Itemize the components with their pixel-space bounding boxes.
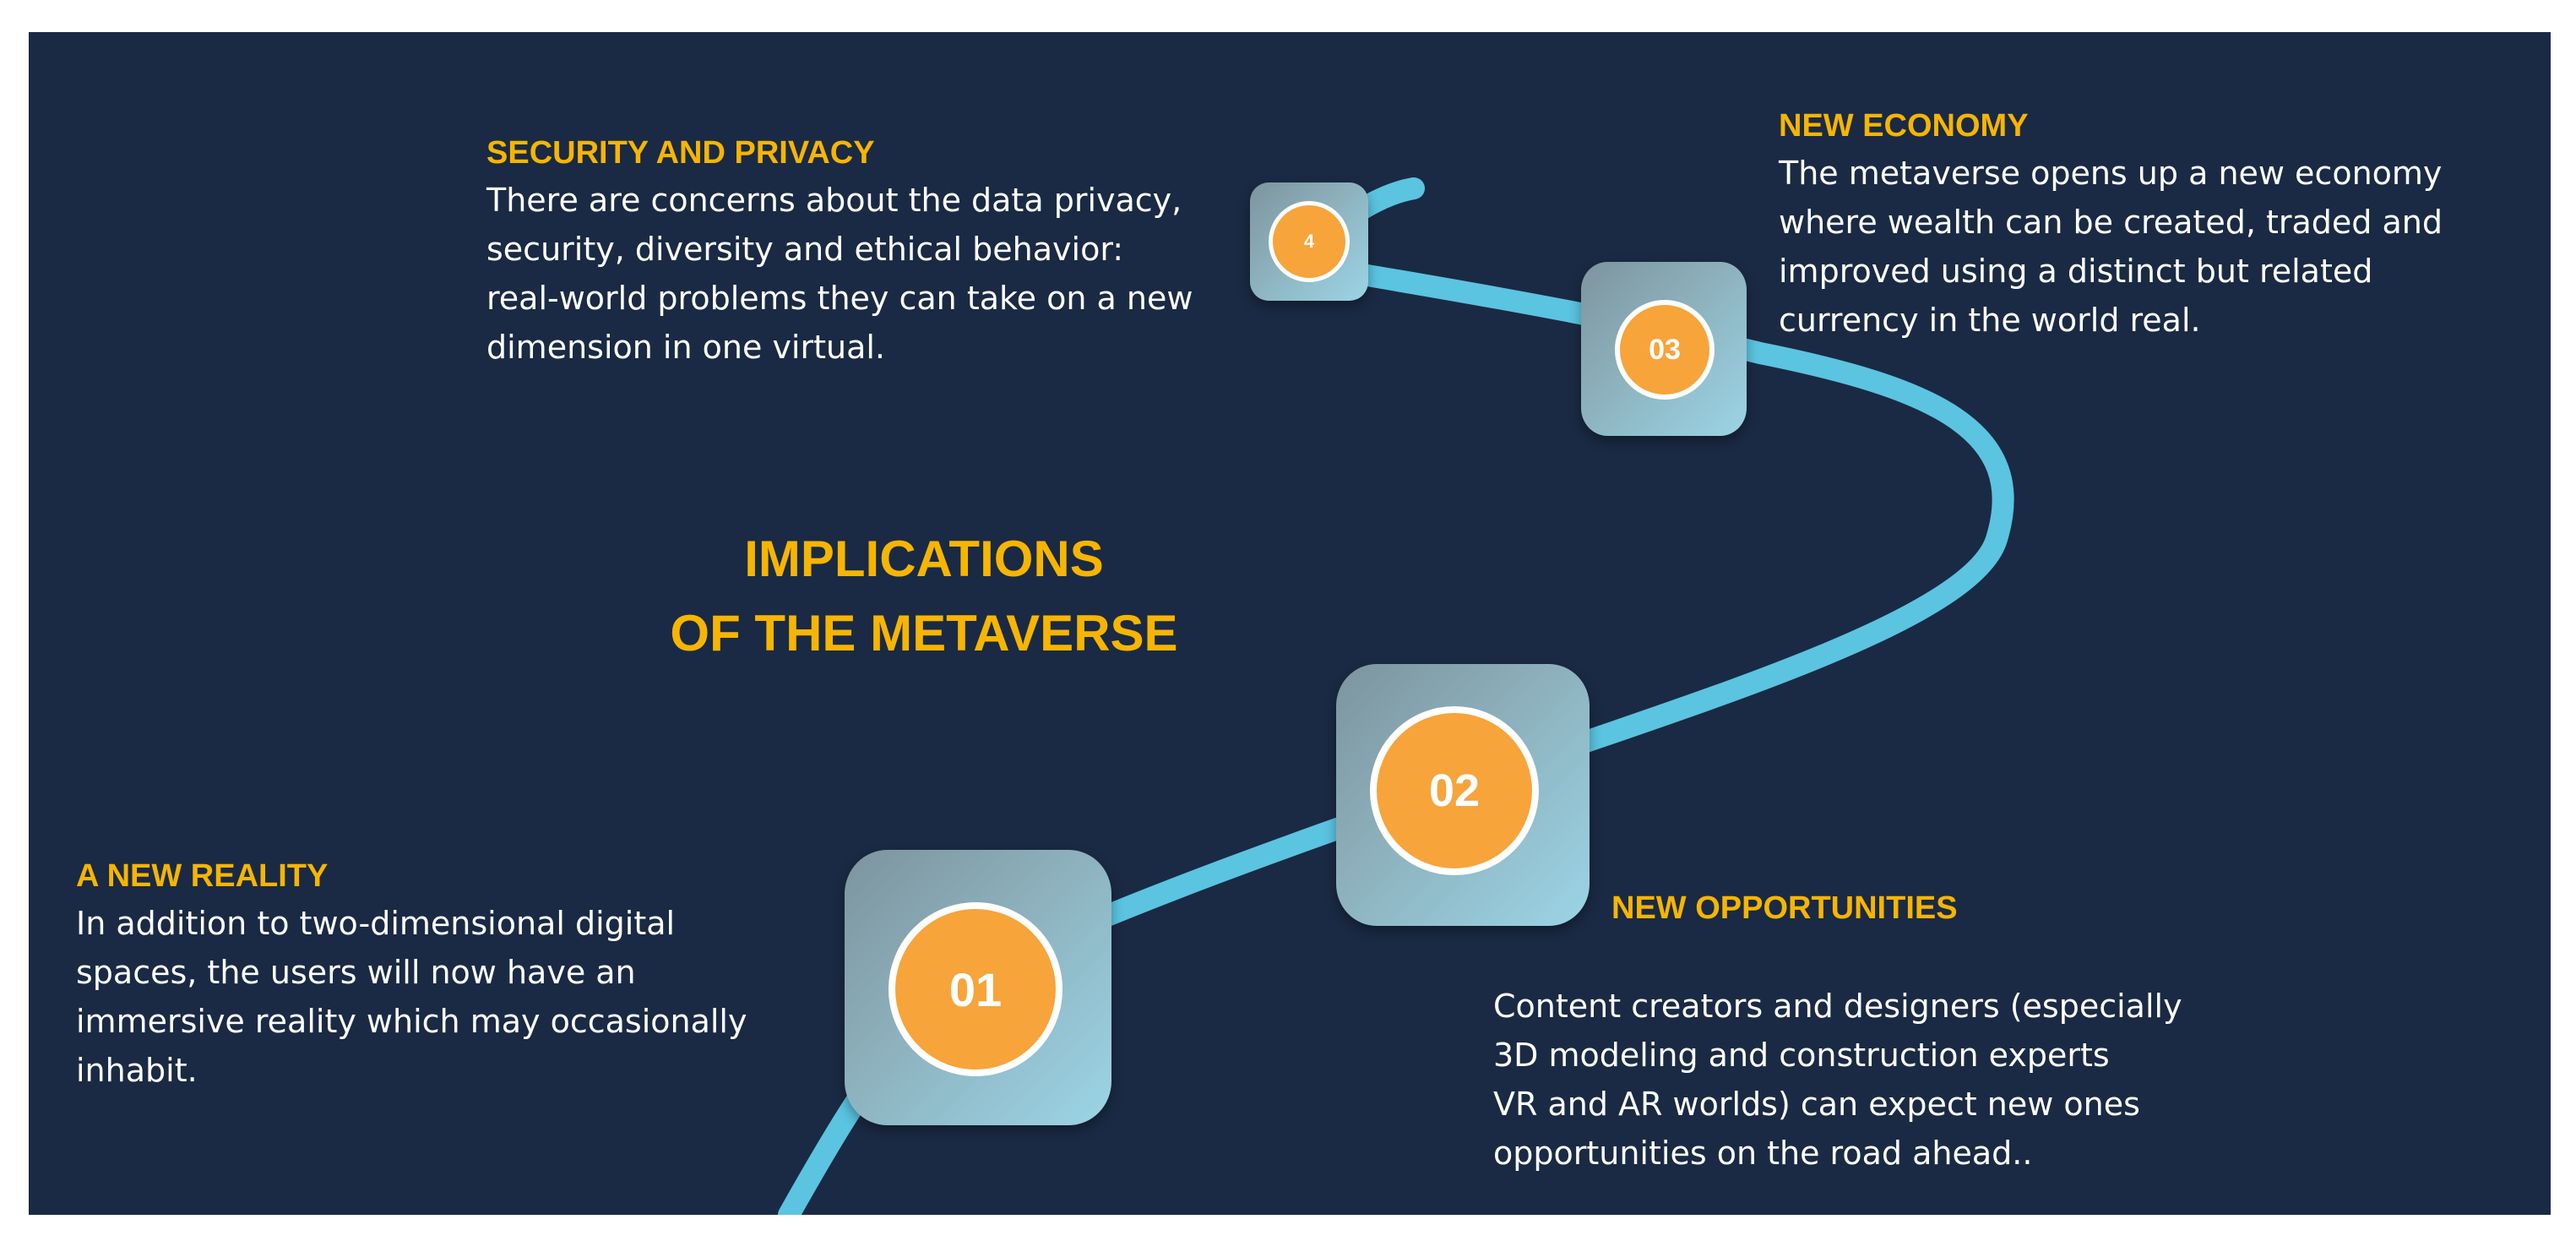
step-3-description: The metaverse opens up a new economy whe…	[1779, 149, 2443, 345]
step-3-line-4: currency in the world real.	[1779, 302, 2201, 339]
step-3-line-2: where wealth can be created, traded and	[1779, 204, 2443, 241]
step-2-number: 02	[1428, 765, 1481, 816]
step-3-number-disc: 03	[1615, 300, 1715, 400]
step-4-number-disc: 4	[1269, 201, 1350, 282]
step-1-line-1: In addition to two-dimensional digital	[76, 905, 676, 942]
step-4-line-1: There are concerns about the data privac…	[486, 182, 1182, 219]
page-title-line-1: IMPLICATIONS	[744, 531, 1104, 587]
step-2-line-1: Content creators and designers (especial…	[1493, 988, 2182, 1025]
page-title-line-2: OF THE METAVERSE	[670, 605, 1178, 661]
step-4-tile: 4	[1250, 182, 1368, 301]
step-2-number-disc: 02	[1370, 706, 1539, 875]
step-1-line-3: immersive reality which may occasionally	[76, 1003, 747, 1040]
step-3-tile: 03	[1581, 262, 1747, 436]
step-2-line-2: 3D modeling and construction experts	[1493, 1037, 2110, 1074]
step-1-line-2: spaces, the users will now have an	[76, 954, 636, 991]
step-3-number: 03	[1649, 333, 1681, 366]
step-1-heading: A NEW REALITY	[76, 858, 329, 894]
step-2-heading: NEW OPPORTUNITIES	[1611, 890, 1958, 926]
step-3-line-1: The metaverse opens up a new economy	[1779, 155, 2443, 192]
step-4-description: There are concerns about the data privac…	[486, 176, 1193, 372]
step-1-tile: 01	[845, 850, 1111, 1125]
step-4-number: 4	[1303, 231, 1315, 252]
step-1-line-4: inhabit.	[76, 1052, 198, 1089]
step-4-line-2: security, diversity and ethical behavior…	[486, 231, 1124, 268]
step-2-tile: 02	[1336, 664, 1590, 926]
step-4-heading: SECURITY AND PRIVACY	[486, 135, 875, 171]
step-1-number: 01	[948, 962, 1003, 1016]
step-1-description: In addition to two-dimensional digital s…	[76, 899, 747, 1095]
infographic-panel: 4 03 02 01 IMPLICATIONS OF THE METAVERSE	[29, 32, 2551, 1215]
step-2-line-3: VR and AR worlds) can expect new ones	[1493, 1086, 2140, 1123]
step-2-line-4: opportunities on the road ahead..	[1493, 1135, 2033, 1172]
step-3-line-3: improved using a distinct but related	[1779, 253, 2373, 290]
step-1-number-disc: 01	[889, 902, 1062, 1076]
step-2-description: Content creators and designers (especial…	[1493, 982, 2182, 1178]
step-4-line-3: real-world problems they can take on a n…	[486, 280, 1193, 317]
step-4-line-4: dimension in one virtual.	[486, 329, 886, 366]
page-title: IMPLICATIONS OF THE METAVERSE	[561, 522, 1287, 671]
step-3-heading: NEW ECONOMY	[1779, 108, 2029, 144]
